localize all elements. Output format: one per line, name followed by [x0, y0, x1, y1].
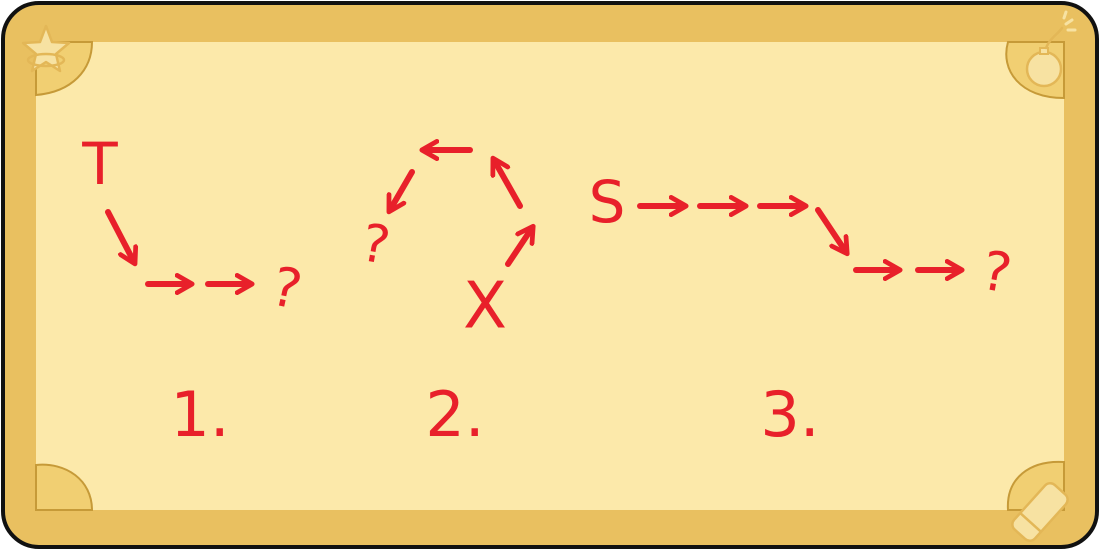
puzzle-1: T?1.: [81, 130, 307, 451]
bomb-icon: [1025, 10, 1077, 88]
puzzle-number-label: 2.: [425, 378, 484, 451]
start-letter: T: [81, 130, 118, 198]
arrow-up-left: [494, 160, 523, 209]
arrow-down-left: [390, 169, 415, 210]
eraser-icon: [1011, 481, 1069, 543]
arrow-up-right: [505, 228, 532, 267]
start-letter: S: [589, 168, 626, 236]
puzzle-number-label: 1.: [170, 378, 229, 451]
puzzle-number-label: 3.: [760, 378, 819, 451]
start-letter: X: [463, 270, 507, 344]
pocket-bottom-left: [35, 463, 94, 511]
arrow-down-right: [815, 207, 846, 252]
arrow-down-right: [105, 209, 134, 262]
star-icon: [21, 24, 71, 73]
puzzle-2: X?2.: [357, 150, 532, 451]
